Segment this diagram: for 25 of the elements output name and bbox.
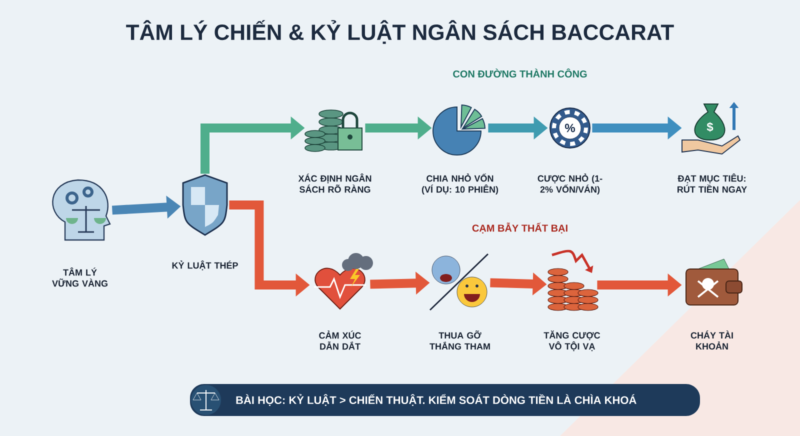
chip-drawing bbox=[550, 108, 590, 148]
step-label: CHIA NHỎ VỐN (VÍ DỤ: 10 PHIÊN) bbox=[422, 174, 498, 194]
shield-drawing bbox=[182, 174, 228, 236]
step-label: CƯỢC NHỎ (1-2% VỐN/VÁN) bbox=[538, 174, 602, 194]
step-label: THUA GỠ THẮNG THAM bbox=[430, 330, 490, 350]
step-label: CHÁY TÀI KHOẢN bbox=[690, 330, 733, 350]
chip-stacks-drawing bbox=[548, 250, 598, 311]
title: TÂM LÝ CHIẾN & KỶ LUẬT NGÂN SÁCH BACCARAT bbox=[126, 20, 674, 44]
head-gears-scale-drawing bbox=[52, 179, 111, 241]
coins-lock-drawing bbox=[304, 110, 362, 152]
step-label: TĂNG CƯỢC VÔ TỘI VẠ bbox=[544, 330, 600, 352]
step-label: XÁC ĐỊNH NGÂN SÁCH RÕ RÀNG bbox=[298, 174, 372, 193]
step-label: ĐẠT MỤC TIÊU: RÚT TIỀN NGAY bbox=[678, 174, 747, 193]
wallet-skull-drawing bbox=[686, 258, 742, 306]
emoji-faces-drawing bbox=[429, 253, 489, 311]
pie-chart-drawing bbox=[432, 104, 486, 156]
percent-sign: % bbox=[564, 124, 576, 132]
section-heading: CẠM BẪY THẤT BẠI bbox=[472, 222, 568, 234]
step-label: KỶ LUẬT THÉP bbox=[172, 260, 238, 270]
section-heading: CON ĐƯỜNG THÀNH CÔNG bbox=[453, 68, 587, 78]
heart-storm-drawing bbox=[314, 253, 373, 310]
banner-text: BÀI HỌC: KỶ LUẬT > CHIẾN THUẬT. KIỂM SOÁT DÒNG TIỀN LÀ CHÌA KHOÁ bbox=[236, 394, 636, 406]
step-label: CẢM XÚC DẪN DẮT bbox=[319, 330, 361, 350]
step-label: TÂM LÝ VỮNG VÀNG bbox=[52, 268, 108, 287]
dollar-sign: $ bbox=[706, 122, 714, 132]
